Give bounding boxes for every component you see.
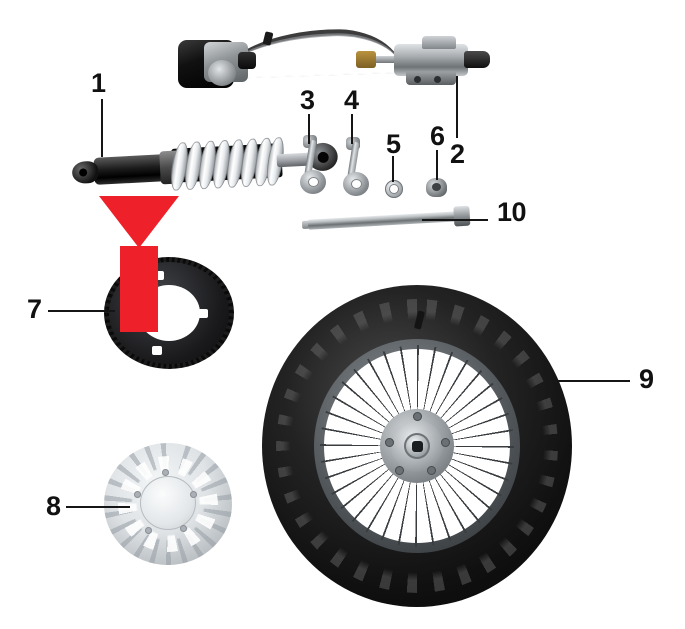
red-up-arrow [99,196,179,332]
master-cap [422,36,456,49]
sprocket-bolt-hole [152,346,162,355]
master-pushrod [370,56,400,63]
hub-lug [441,438,450,447]
disc-bolt-hole [180,525,187,532]
callout-2: 2 [450,139,465,169]
leader-line-7 [48,310,115,312]
callout-3: 3 [300,85,315,115]
link-rod-3-eyelet [300,170,326,194]
leader-line-9 [556,380,630,382]
wheel-axle-hole [412,441,423,452]
leader-line-5 [392,156,394,182]
leader-line-6 [436,150,438,180]
sprocket-bolt-hole [198,309,208,318]
sprocket-bolt-hole [154,271,164,280]
hub-lug [395,466,404,475]
leader-line-8 [66,506,130,508]
callout-1: 1 [91,68,106,98]
hub-lug [385,438,394,447]
shock-coil-spring [168,136,287,192]
callout-8: 8 [46,491,61,521]
callout-10: 10 [497,197,527,227]
callout-9: 9 [639,364,654,394]
leader-line-10 [422,219,488,221]
part-washer-5 [385,180,403,198]
shock-body [93,154,167,185]
part-nut-6 [426,178,447,197]
disc-hub [140,476,196,530]
disc-bolt-hole [134,491,141,498]
part-axle-bolt-10 [301,205,477,236]
callout-4: 4 [344,85,359,115]
master-mount-bracket [406,72,456,85]
master-clevis [356,51,376,68]
callout-6: 6 [430,121,445,151]
leader-line-3 [308,114,310,144]
hub-lug [427,466,436,475]
part-master-cylinder [356,36,500,92]
hub-lug [413,412,422,421]
part-brake-disc-8 [104,443,232,565]
caliper-piston [208,60,236,86]
callout-7: 7 [27,294,42,324]
disc-bolt-hole [145,527,152,534]
bolt-head [453,205,471,227]
master-outlet [464,51,490,68]
red-arrow-shaft [120,246,158,332]
leader-line-1 [101,99,103,157]
leader-line-4 [351,114,353,144]
red-arrow-head [99,196,179,248]
part-wheel-9 [258,281,576,611]
part-brake-caliper [178,26,418,96]
caliper-fitting [238,52,256,69]
leader-line-2 [456,76,458,138]
master-barrel [394,44,468,76]
shock-eyelet-left [71,160,99,185]
disc-bolt-hole [162,469,169,476]
part-link-rod-3 [298,135,330,198]
disc-bolt-hole [190,491,197,498]
link-rod-4-eyelet [343,172,369,196]
callout-5: 5 [386,129,401,159]
part-link-rod-4 [341,137,373,200]
